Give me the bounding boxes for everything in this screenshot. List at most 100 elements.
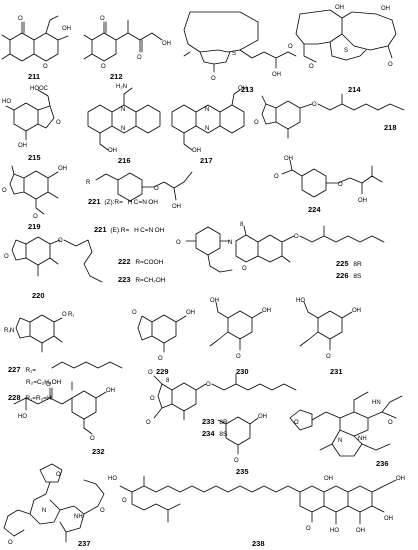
structure-235: OH O (217, 414, 267, 464)
compound-label: 234 (202, 429, 215, 438)
atom-o: O (18, 16, 23, 22)
structure-220: O O (4, 236, 103, 283)
atom-oh: OH (172, 204, 181, 210)
atom-o: O (158, 356, 163, 362)
atom-oh: OH (186, 310, 195, 316)
annotation-228: 228 R₁=R₂=H (8, 393, 52, 402)
compound-label: 213 (241, 85, 254, 94)
atom-o: O (388, 62, 393, 68)
atom-o: O (176, 240, 181, 246)
atom-oh: OH (272, 72, 281, 78)
oxime-group: H C=N OH (134, 227, 165, 234)
atom-oh: HO (18, 414, 27, 420)
structure-216: H₂N N N OH (87, 84, 161, 154)
compound-label: 221 (94, 225, 107, 234)
atom-o: O (4, 254, 9, 260)
atom-cooh: HOOC (30, 86, 49, 92)
structure-215: HO HOOC O OH (2, 86, 61, 149)
atom-o: O (100, 508, 105, 514)
atom-o: O (148, 370, 153, 376)
compound-label: 232 (92, 447, 105, 456)
atom-s: S (232, 51, 236, 57)
atom-o: O (122, 498, 127, 504)
atom-o: O (137, 55, 142, 61)
compound-label: 226 (336, 271, 349, 280)
atom-oh: OH (356, 528, 365, 534)
compound-label: 231 (330, 367, 343, 376)
compound-label: 225 (336, 259, 349, 268)
structure-233-234: O 8 O O O (146, 370, 297, 426)
structure-229: O OH O (132, 310, 195, 362)
atom-nh: NH (74, 514, 83, 520)
atom-oh: OH (335, 5, 344, 11)
atom-o: O (46, 382, 51, 388)
atom-oh: OH (62, 26, 71, 32)
atom-n: N (205, 107, 209, 113)
atom-o: O (154, 186, 159, 192)
compound-label: 224 (308, 205, 321, 214)
atom-r1: R₁ (68, 312, 74, 318)
compound-label: 217 (200, 156, 213, 165)
atom-oh: OH (396, 476, 405, 482)
atom-oh: OH (210, 298, 219, 304)
atom-o: O (326, 354, 331, 360)
atom-n: N (338, 438, 342, 444)
annotation-222: 222 R=COOH (118, 257, 164, 266)
annotation-text: R=COOH (135, 259, 163, 266)
atom-n: N (121, 107, 125, 113)
structure-225-226: N 8 O O O (176, 222, 385, 273)
atom-nh2: H₂N (116, 84, 127, 90)
stereo-label: 8 (240, 222, 244, 228)
atom-o: O (288, 44, 293, 50)
compound-label: 218 (384, 123, 397, 132)
atom-o: O (234, 458, 239, 464)
atom-oh: OH (192, 148, 201, 154)
oxime-group: H C=N OH (128, 199, 159, 206)
atom-o: O (274, 174, 279, 180)
compound-label: 214 (348, 85, 361, 94)
compound-label: 235 (236, 467, 249, 476)
atom-o: O (254, 120, 259, 126)
compound-label: 221 (88, 197, 101, 206)
structure-218: O O (254, 93, 405, 139)
atom-nh: NH (358, 436, 367, 442)
structure-213: S O OH O (183, 11, 297, 82)
atom-oh: OH (262, 308, 271, 314)
compound-label: 230 (236, 367, 249, 376)
atom-o: O (62, 312, 67, 318)
atom-hn: HN (372, 400, 381, 406)
atom-n: N (228, 240, 232, 246)
structure-231: HO OH O (296, 298, 361, 360)
atom-ho: HO (296, 298, 305, 304)
atom-oh: OH (324, 476, 333, 482)
compound-label: 229 (156, 367, 169, 376)
compound-label: 223 (118, 275, 131, 284)
compound-label: 222 (118, 257, 131, 266)
atom-oh: OH (384, 516, 393, 522)
atom-n: N (121, 126, 125, 132)
structure-211: O O OH (1, 15, 71, 70)
atom-o: O (56, 120, 61, 126)
compound-label: 219 (28, 222, 41, 231)
atom-oh: OH (58, 166, 67, 172)
atom-o: O (58, 238, 63, 244)
annotation-text: R=CH₂OH (135, 277, 165, 284)
atom-o: O (43, 64, 48, 70)
atom-o: O (56, 472, 61, 478)
atom-o: O (33, 214, 38, 220)
atom-oh: OH (162, 41, 171, 47)
structure-219: O OH O (2, 165, 67, 220)
atom-o: O (100, 16, 105, 22)
structure-212: O O O OH (83, 16, 171, 70)
atom-o: O (242, 266, 247, 272)
annotation-text: R₁= (25, 367, 36, 374)
compound-label: 237 (78, 539, 91, 548)
atom-o: O (2, 188, 7, 194)
stereo-descriptor: 8S (353, 273, 362, 280)
atom-oh: OH (18, 143, 27, 149)
atom-o: O (150, 396, 155, 402)
structure-221-core: R O OH (86, 171, 193, 210)
atom-o: O (90, 436, 95, 442)
compound-label: 211 (28, 72, 40, 81)
atom-o: O (101, 64, 106, 70)
